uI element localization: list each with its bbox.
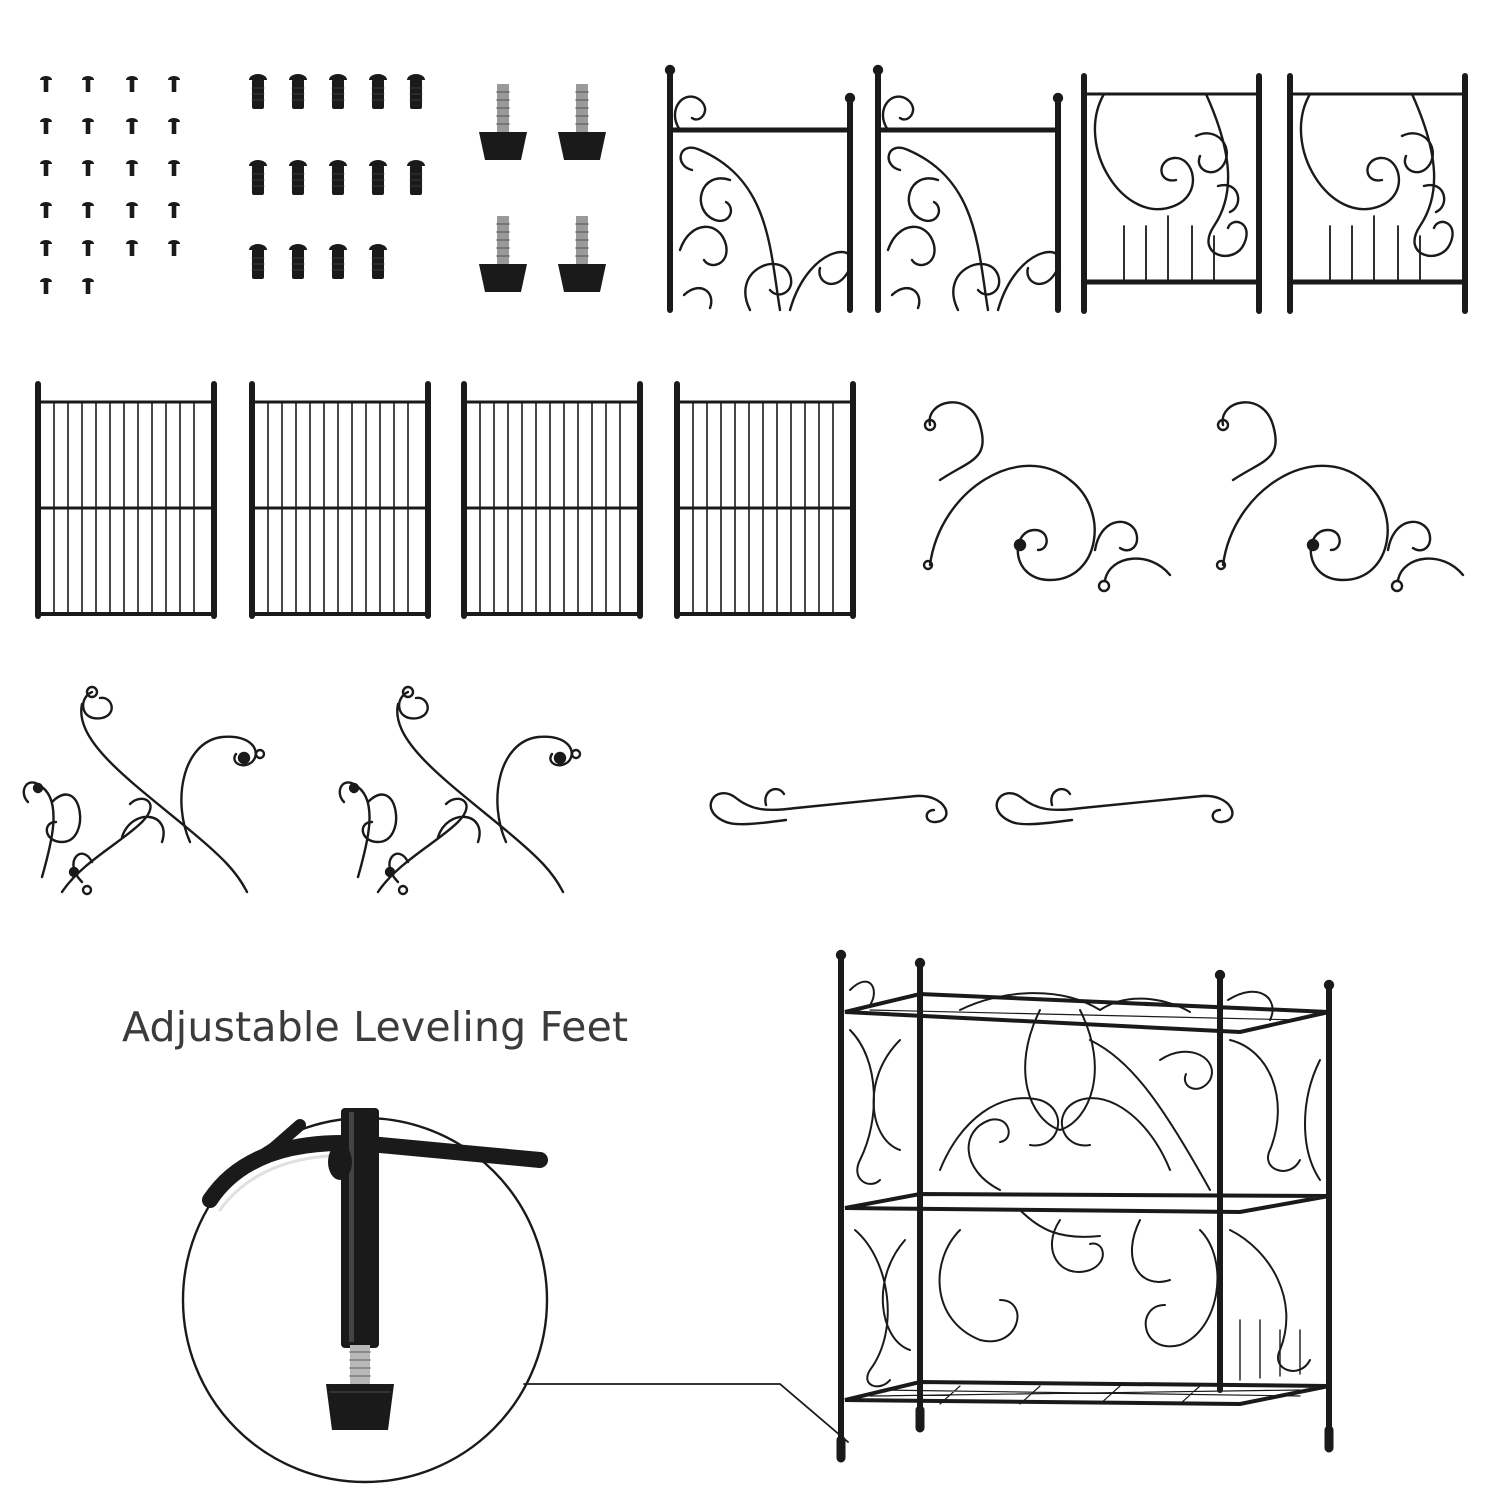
large-scroll-pieces xyxy=(922,401,1465,593)
feature-label: Adjustable Leveling Feet xyxy=(122,1003,629,1051)
vine-scroll-pieces xyxy=(22,685,582,896)
grid-panels xyxy=(38,384,853,616)
leveling-foot-closeup xyxy=(181,1108,549,1484)
leveling-feet xyxy=(477,82,608,294)
assembled-shelf xyxy=(835,949,1335,1463)
large-bolts xyxy=(247,72,427,281)
scroll-side-panels xyxy=(666,66,1465,311)
small-screws xyxy=(38,74,182,296)
connector-line xyxy=(523,1383,849,1443)
short-scroll-pieces xyxy=(709,787,1234,826)
